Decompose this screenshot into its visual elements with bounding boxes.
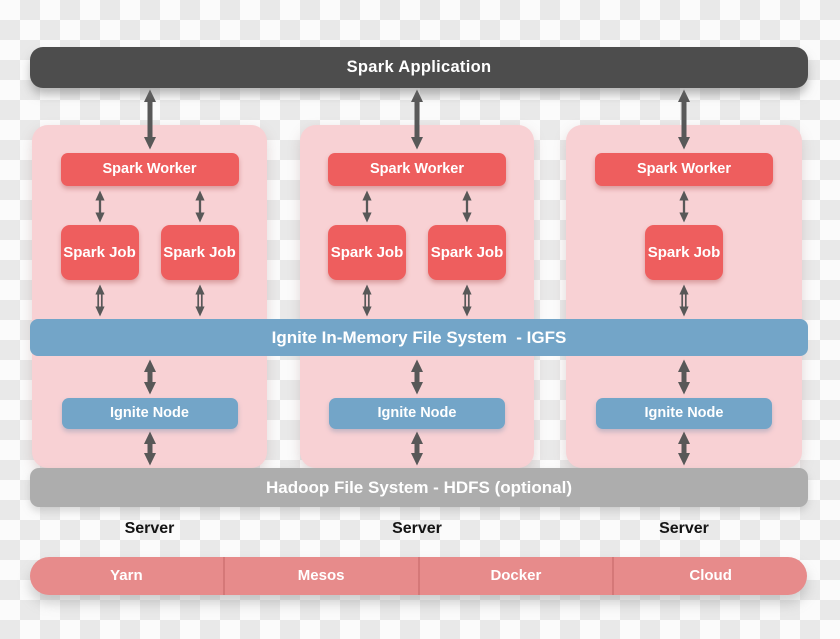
- hdfs-bar: Hadoop File System - HDFS (optional): [30, 468, 808, 507]
- ignite-node-box: Ignite Node: [596, 398, 772, 429]
- double-arrow: [679, 284, 689, 317]
- double-arrow: [462, 284, 472, 317]
- deployment-item-docker: Docker: [417, 557, 613, 595]
- deployment-item-cloud: Cloud: [612, 557, 807, 595]
- double-arrow: [143, 89, 156, 150]
- deployment-bar: Yarn Mesos Docker Cloud: [30, 557, 807, 595]
- double-arrow: [362, 284, 372, 317]
- spark-worker-box: Spark Worker: [328, 153, 506, 186]
- double-arrow: [362, 190, 372, 223]
- double-arrow: [194, 284, 205, 317]
- double-arrow: [679, 190, 689, 223]
- double-arrow: [411, 89, 423, 150]
- double-arrow: [411, 431, 423, 466]
- spark-worker-box: Spark Worker: [595, 153, 773, 186]
- igfs-bar: Ignite In-Memory File System - IGFS: [30, 319, 808, 356]
- double-arrow: [462, 190, 472, 223]
- double-arrow: [678, 431, 690, 466]
- spark-job-box: Spark Job: [645, 225, 723, 280]
- spark-job-box: Spark Job: [328, 225, 406, 280]
- double-arrow: [678, 359, 690, 395]
- double-arrow: [94, 190, 105, 223]
- double-arrow: [143, 359, 156, 395]
- spark-job-box: Spark Job: [160, 225, 239, 280]
- spark-worker-box: Spark Worker: [60, 153, 239, 186]
- double-arrow: [411, 359, 423, 395]
- deployment-item-mesos: Mesos: [222, 557, 418, 595]
- spark-job-box: Spark Job: [60, 225, 139, 280]
- worker-panel-2: Spark Worker Spark Job Spark Job Ignite …: [300, 125, 534, 468]
- double-arrow: [194, 190, 205, 223]
- double-arrow: [143, 431, 156, 466]
- spark-job-box: Spark Job: [428, 225, 506, 280]
- deployment-item-yarn: Yarn: [110, 567, 143, 584]
- double-arrow: [678, 89, 690, 150]
- worker-panel-1: Spark Worker Spark Job Spark Job Ignite …: [32, 125, 267, 468]
- server-label: Server: [659, 520, 709, 537]
- worker-panel-3: Spark Worker Spark Job Ignite Node: [566, 125, 802, 468]
- double-arrow: [94, 284, 105, 317]
- server-label: Server: [124, 520, 175, 537]
- server-label: Server: [392, 520, 442, 537]
- ignite-node-box: Ignite Node: [329, 398, 505, 429]
- ignite-node-box: Ignite Node: [61, 398, 238, 429]
- spark-application-bar: Spark Application: [30, 47, 808, 88]
